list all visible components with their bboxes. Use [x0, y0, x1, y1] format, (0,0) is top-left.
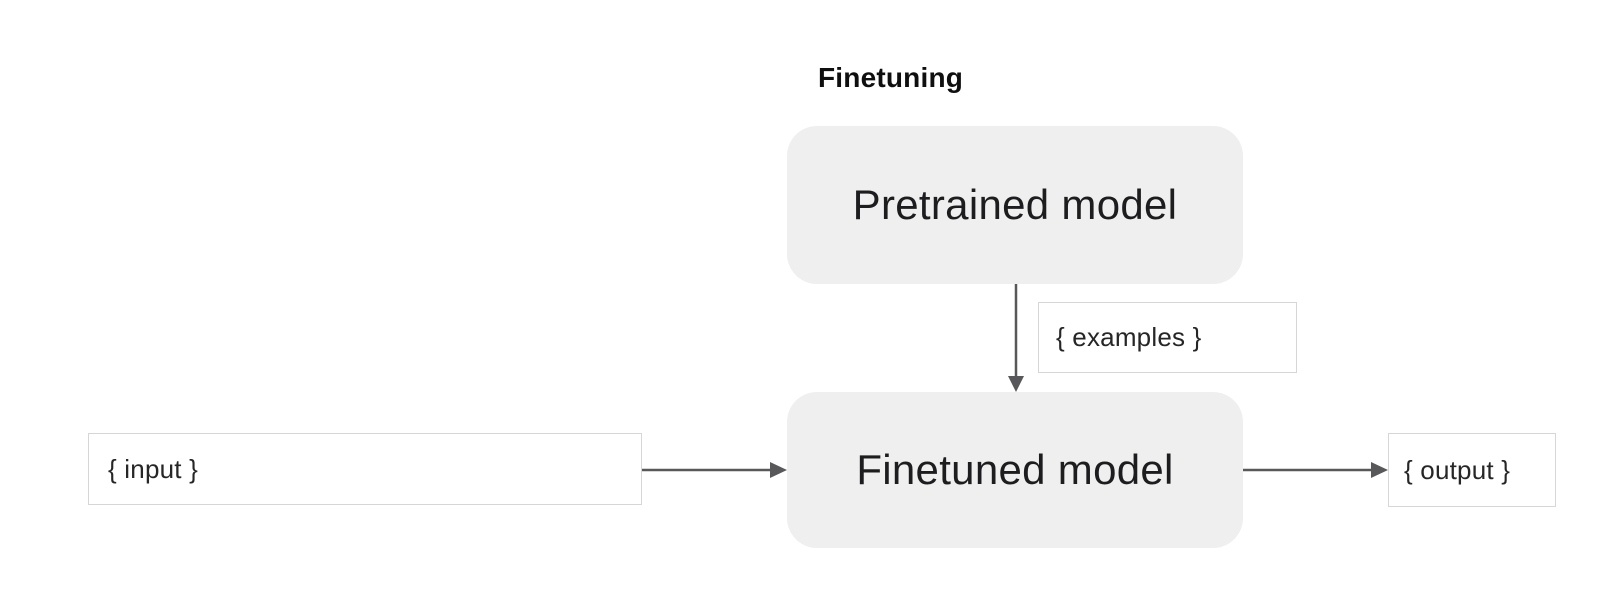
- finetuned-model-node: Finetuned model: [787, 392, 1243, 548]
- arrow-finetuned-to-output-icon: [1243, 462, 1388, 478]
- finetuned-model-label: Finetuned model: [856, 446, 1174, 493]
- diagram-title: Finetuning: [818, 62, 964, 93]
- input-box: { input }: [88, 433, 642, 505]
- pretrained-model-node: Pretrained model: [787, 126, 1243, 284]
- arrow-input-to-finetuned-icon: [642, 462, 787, 478]
- examples-label: { examples }: [1056, 322, 1202, 352]
- arrow-pretrained-to-finetuned-icon: [1008, 284, 1024, 392]
- output-label: { output }: [1404, 454, 1511, 485]
- output-box: { output }: [1388, 433, 1556, 507]
- input-label: { input }: [108, 453, 198, 484]
- examples-box: { examples }: [1038, 302, 1297, 373]
- pretrained-model-label: Pretrained model: [852, 181, 1178, 228]
